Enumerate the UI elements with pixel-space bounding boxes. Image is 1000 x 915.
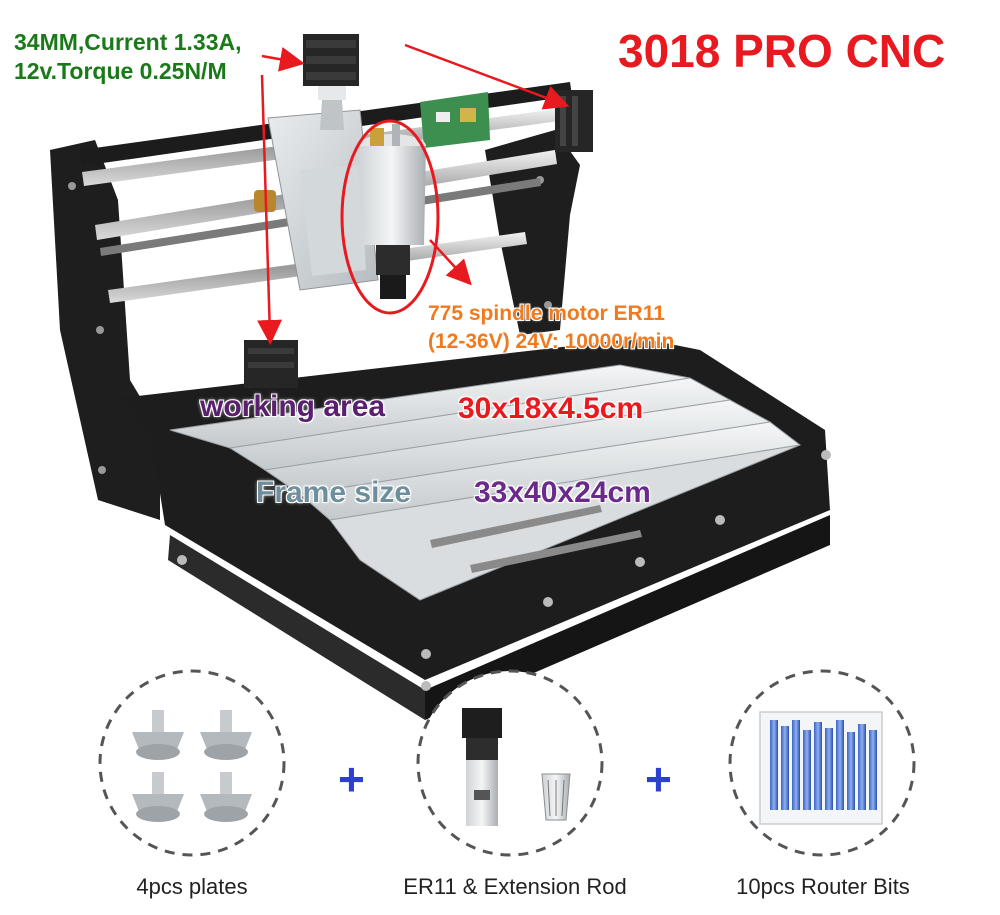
stepper-motor-y [244,340,298,388]
annotation-arrows [257,43,570,345]
accessory-plates [98,669,286,857]
spindle-highlight-ring [340,119,440,315]
accessory-caption-plates: 4pcs plates [136,874,248,899]
working-area-label: working area [200,390,386,423]
stepper-motor-z [303,34,359,86]
control-board [420,92,490,148]
product-title: 3018 PRO CNC [618,25,946,77]
accessory-caption-bits: 10pcs Router Bits [736,874,910,899]
accessory-caption-er11: ER11 & Extension Rod [403,874,627,899]
er11-collet [541,773,571,821]
gantry-left-plate [50,140,160,520]
accessory-router-bits [728,669,916,857]
motor-spec-line-2: 12v.Torque 0.25N/M [14,58,227,84]
plus-icon: + [645,753,672,805]
spindle-spec-line-2: (12-36V) 24V: 10000r/min [428,330,675,353]
extension-rod [462,708,502,826]
spindle-carriage [267,70,379,291]
wing-nut-1 [132,710,184,760]
wing-nut-2 [200,710,252,760]
working-area-value: 30x18x4.5cm [458,392,644,425]
motor-spec-line-1: 34MM,Current 1.33A, [14,29,242,55]
spindle-motor [358,124,426,299]
spindle-spec: 775 spindle motor ER11 (12-36V) 24V: 100… [428,300,674,356]
router-bits [770,720,877,810]
frame-size-value: 33x40x24cm [474,476,651,509]
wing-nut-3 [132,772,184,822]
frame-size-label: Frame size [256,476,412,509]
plus-icon: + [338,753,365,805]
stepper-motor-spec: 34MM,Current 1.33A, 12v.Torque 0.25N/M [14,28,242,86]
wing-nut-4 [200,772,252,822]
aluminum-bed [169,364,802,601]
accessory-er11-rod [416,669,604,857]
stepper-motor-x [555,90,593,152]
spindle-spec-line-1: 775 spindle motor ER11 [428,302,665,325]
